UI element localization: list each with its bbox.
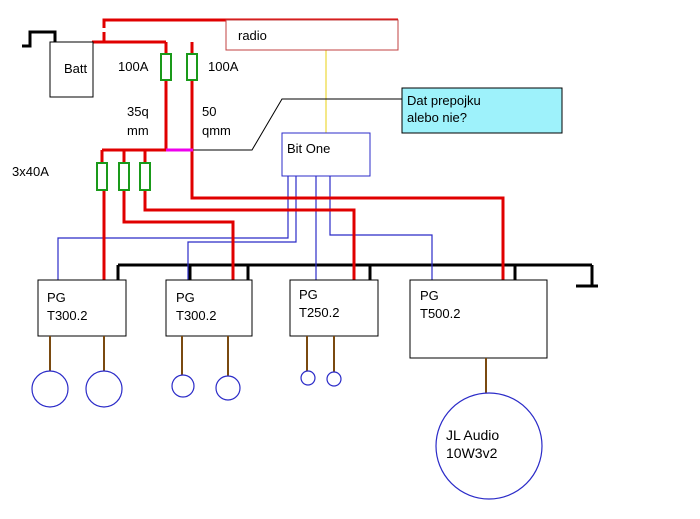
speaker-wiring bbox=[49, 336, 487, 395]
subwoofer bbox=[435, 392, 543, 500]
cable-50-label-line2: qmm bbox=[202, 123, 231, 138]
radio-box bbox=[225, 19, 399, 51]
amp-1-label-line2: T300.2 bbox=[47, 308, 87, 323]
subwoofer-label-line2: 10W3v2 bbox=[446, 445, 498, 461]
amp-2-label-line2: T300.2 bbox=[176, 308, 216, 323]
note-line1: Dat prepojku bbox=[407, 93, 481, 108]
amp-4-label-line2: T500.2 bbox=[420, 306, 460, 321]
main-fuse-1 bbox=[160, 53, 172, 81]
bitone-label: Bit One bbox=[287, 141, 330, 156]
speaker-2-right bbox=[215, 375, 241, 401]
battery-box bbox=[49, 41, 94, 98]
note-line2: alebo nie? bbox=[407, 110, 467, 125]
amp-3-label-line2: T250.2 bbox=[299, 305, 339, 320]
main-fuse-2 bbox=[186, 53, 198, 81]
fuse-label-1: 100A bbox=[118, 59, 149, 74]
bitone-box bbox=[281, 132, 371, 177]
speaker-2-left bbox=[171, 374, 195, 398]
amp-2-label-line1: PG bbox=[176, 290, 195, 305]
cable-35-label-line2: mm bbox=[127, 123, 149, 138]
speaker-1-left bbox=[31, 370, 69, 408]
amp-2-box bbox=[165, 279, 253, 337]
subwoofer-label-line1: JL Audio bbox=[446, 427, 499, 443]
cable-35-label-line1: 35q bbox=[127, 104, 149, 119]
dist-fuse-3 bbox=[139, 162, 151, 191]
amp-3-label-line1: PG bbox=[299, 287, 318, 302]
power-wiring bbox=[92, 18, 505, 280]
note-box bbox=[401, 87, 563, 134]
radio-label: radio bbox=[238, 28, 267, 43]
dist-fuse-1 bbox=[96, 162, 108, 191]
tweeter-right bbox=[326, 371, 342, 387]
amp-1-box bbox=[37, 279, 127, 337]
amp-1-label-line1: PG bbox=[47, 290, 66, 305]
dist-fuses-label: 3x40A bbox=[12, 164, 49, 179]
battery-ground-wire bbox=[22, 30, 57, 48]
amp-4-label-line1: PG bbox=[420, 288, 439, 303]
battery-label: Batt bbox=[64, 61, 88, 76]
note-leader-line bbox=[178, 98, 402, 151]
speaker-1-right bbox=[85, 370, 123, 408]
cable-50-label-line1: 50 bbox=[202, 104, 216, 119]
fuse-label-2: 100A bbox=[208, 59, 239, 74]
amp-4-box bbox=[409, 279, 548, 359]
dist-fuse-2 bbox=[118, 162, 130, 191]
tweeter-left bbox=[300, 370, 316, 386]
